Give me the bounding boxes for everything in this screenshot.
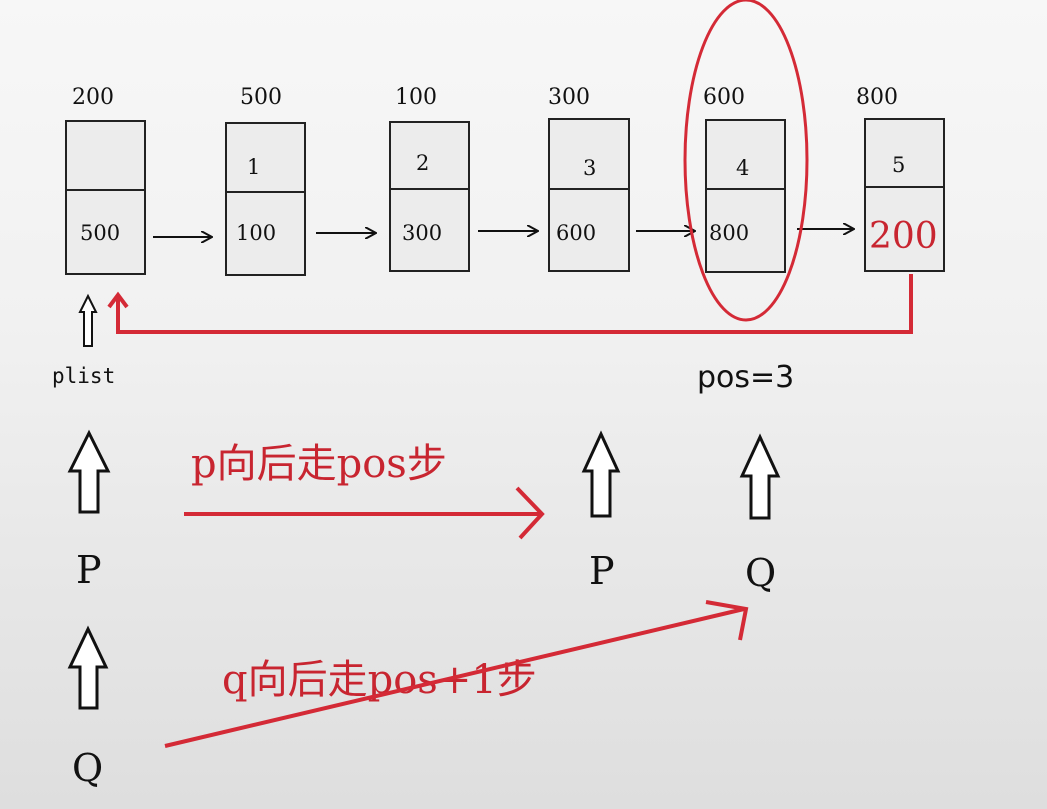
- p-initial-arrow-icon: [67, 429, 111, 514]
- node-0-address: 200: [72, 85, 114, 110]
- node-2: 100 2 300: [389, 85, 470, 272]
- node-3-next: 600: [556, 221, 596, 245]
- circular-link-arrow: [116, 274, 913, 334]
- p-step-arrowhead: [515, 486, 545, 540]
- p-initial-label: P: [76, 548, 102, 592]
- node-5-address: 800: [856, 85, 898, 110]
- node-1-next-cell: [225, 191, 306, 276]
- q-initial-arrow-icon: [67, 625, 109, 710]
- plist-label: plist: [52, 364, 115, 388]
- node-0-next-cell: [65, 189, 146, 275]
- q-step-arrow: [164, 607, 745, 748]
- plist-arrow-icon: [78, 293, 98, 347]
- node-1-data: 1: [247, 155, 260, 179]
- node-5-data-cell: [864, 118, 945, 188]
- node-4: 600 4 800: [703, 85, 786, 273]
- node-3-data: 3: [583, 156, 596, 180]
- node-4-data-cell: [705, 119, 786, 190]
- node-4-data: 4: [736, 156, 749, 180]
- node-3-data-cell: [548, 118, 630, 190]
- q-moved-label: Q: [745, 551, 776, 595]
- q-step-arrowhead: [705, 600, 749, 641]
- q-moved-arrow-icon: [739, 433, 781, 520]
- node-0: 200 500: [65, 85, 146, 275]
- node-4-address: 600: [703, 85, 745, 110]
- node-0-next: 500: [80, 221, 120, 245]
- node-4-next: 800: [709, 221, 749, 245]
- node-2-data-cell: [389, 121, 470, 190]
- node-3: 300 3 600: [548, 85, 630, 272]
- node-5-next-cell: [864, 186, 945, 272]
- node-1-next: 100: [236, 221, 276, 245]
- node-0-data-cell: [65, 120, 146, 191]
- node-3-next-cell: [548, 188, 630, 272]
- node-4-next-cell: [705, 188, 786, 273]
- p-step-annotation: p向后走pos步: [191, 441, 447, 487]
- node-1-address: 500: [240, 85, 282, 110]
- node-5: 800 5 200: [856, 85, 945, 272]
- p-moved-arrow-icon: [581, 430, 621, 518]
- node-2-next: 300: [402, 221, 442, 245]
- node-2-data: 2: [416, 151, 429, 175]
- node-1: 500 1 100: [225, 85, 306, 276]
- node-3-address: 300: [548, 85, 590, 110]
- node-5-next: 200: [869, 216, 938, 257]
- q-initial-label: Q: [72, 746, 103, 790]
- p-moved-label: P: [589, 549, 615, 593]
- node-2-next-cell: [389, 188, 470, 272]
- circular-link-arrowhead: [107, 291, 129, 309]
- node-1-data-cell: [225, 122, 306, 193]
- highlight-ellipse: [683, 0, 809, 322]
- pos-label: pos=3: [697, 360, 794, 395]
- node-5-data: 5: [892, 153, 905, 177]
- node-2-address: 100: [395, 85, 437, 110]
